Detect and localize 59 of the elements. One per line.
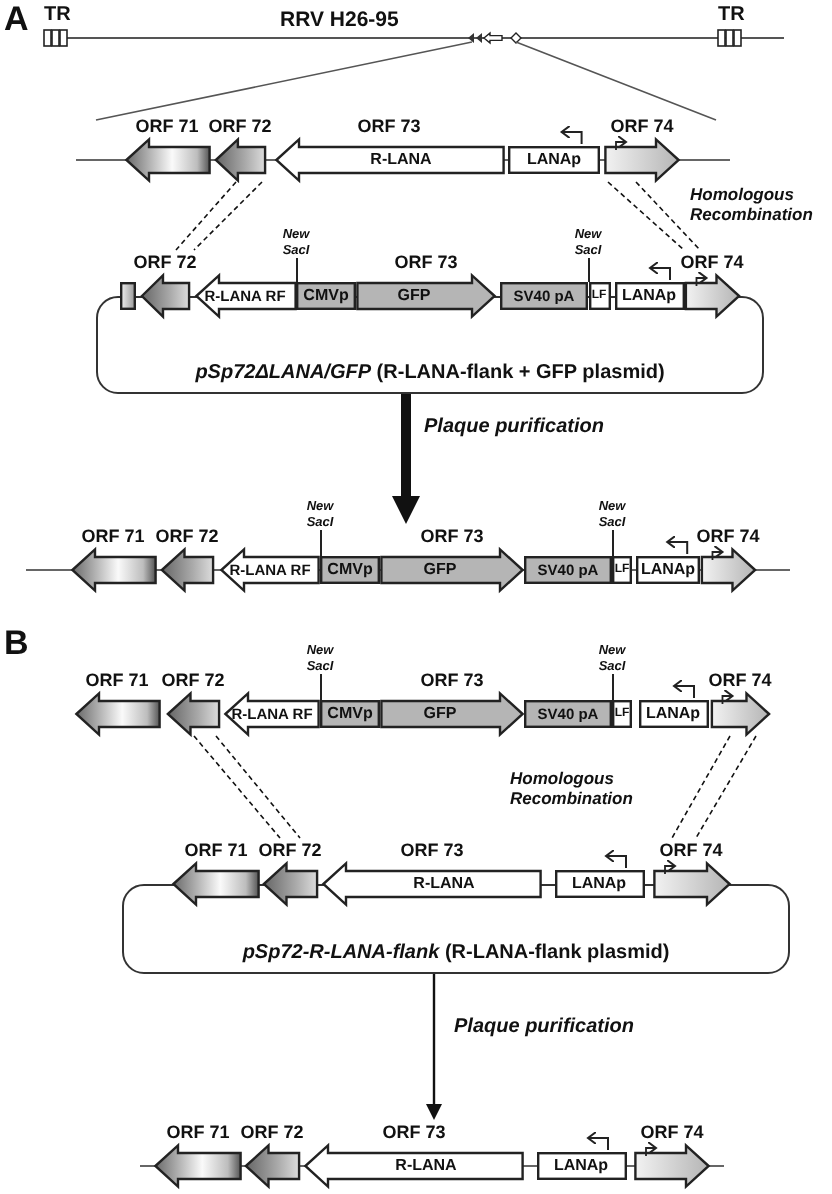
segment-label: LANAp: [645, 706, 701, 722]
gene-label: ORF 73: [420, 524, 484, 548]
gene-label: ORF 73: [400, 838, 464, 862]
segment-label: CMVp: [327, 562, 373, 578]
segment-label: LANAp: [571, 876, 627, 892]
segment-label: CMVp: [327, 706, 373, 722]
process-note: Homologous Recombination: [690, 186, 815, 226]
gene-label: ORF 72: [161, 668, 225, 692]
segment-label: LANAp: [526, 152, 582, 168]
segment-label: GFP: [397, 288, 431, 304]
process-note: Homologous Recombination: [510, 770, 635, 810]
crossover-line: [635, 181, 701, 251]
gene-label: ORF 72: [133, 250, 197, 274]
gene-label: ORF 74: [640, 1120, 704, 1144]
segment-label: GFP: [423, 706, 457, 722]
segment-label: CMVp: [303, 288, 349, 304]
crossover-line: [175, 181, 237, 251]
gene-label: ORF 74: [696, 524, 760, 548]
arrow: [392, 394, 420, 524]
crossover-line: [695, 735, 757, 839]
gene-label: ORF 72: [208, 114, 272, 138]
panel-letter: A: [4, 0, 29, 40]
segment-label: R-LANA: [370, 152, 432, 168]
gene-label: ORF 72: [240, 1120, 304, 1144]
crossover-line: [215, 735, 301, 839]
crossover-line: [607, 181, 685, 251]
segment-label: LANAp: [621, 288, 677, 304]
crossover-line: [671, 735, 731, 839]
segment-label: LANAp: [553, 1158, 609, 1174]
gene-label: ORF 74: [708, 668, 772, 692]
gene-label: ORF 74: [680, 250, 744, 274]
terminal-repeat-label: TR: [44, 4, 71, 26]
segment-label: R-LANA: [413, 876, 475, 892]
crossover-line: [193, 181, 263, 251]
gene-label: ORF 73: [420, 668, 484, 692]
edge-label: Plaque purification: [420, 416, 609, 438]
gene-label: ORF 71: [166, 1120, 230, 1144]
gene-label: ORF 73: [357, 114, 421, 138]
crossover-line: [193, 735, 281, 839]
gene-label: ORF 71: [184, 838, 248, 862]
gene-label: ORF 73: [394, 250, 458, 274]
segment-label: GFP: [423, 562, 457, 578]
gene-label: ORF 71: [135, 114, 199, 138]
gene-label: ORF 72: [155, 524, 219, 548]
panel-letter: B: [4, 624, 29, 664]
terminal-repeat-label: TR: [718, 4, 745, 26]
genome-name: RRV H26-95: [280, 8, 399, 32]
plasmid-caption: pSp72ΔLANA/GFP (R-LANA-flank + GFP plasmid): [195, 362, 665, 384]
gene-label: ORF 74: [610, 114, 674, 138]
arrow: [426, 974, 442, 1120]
plasmid-caption: pSp72-R-LANA-flank (R-LANA-flank plasmid): [242, 942, 670, 964]
gene-label: ORF 71: [85, 668, 149, 692]
segment-label: R-LANA: [395, 1158, 457, 1174]
gene-label: ORF 74: [659, 838, 723, 862]
edge-label: Plaque purification: [450, 1016, 639, 1038]
segment-label: LANAp: [640, 562, 696, 578]
gene-label: ORF 72: [258, 838, 322, 862]
gene-label: ORF 73: [382, 1120, 446, 1144]
gene-label: ORF 71: [81, 524, 145, 548]
